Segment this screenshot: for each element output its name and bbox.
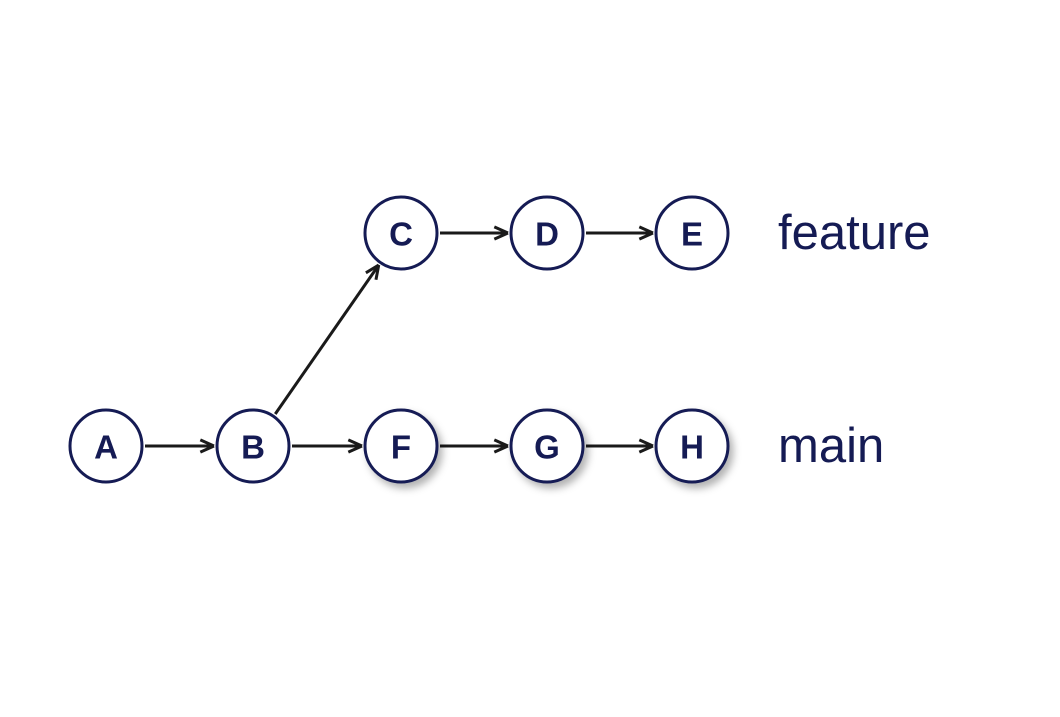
commit-circle-b[interactable] (215, 408, 291, 484)
branch-labels-layer: feature main (778, 206, 931, 473)
commit-circle-g[interactable] (509, 408, 585, 484)
edge-c-to-d (440, 225, 509, 241)
commit-node-f[interactable]: F (363, 408, 439, 484)
commit-label-e: E (681, 216, 703, 253)
commit-label-g: G (534, 429, 560, 466)
arrowhead-barb-0 (638, 225, 654, 235)
arrowhead-barb-0 (347, 438, 363, 448)
edge-f-to-g (440, 438, 509, 454)
branch-label-feature: feature (778, 206, 931, 260)
commit-node-c[interactable]: C (363, 195, 439, 271)
commit-circle-h[interactable] (654, 408, 730, 484)
arrowhead-barb-0 (365, 263, 380, 275)
commit-node-d[interactable]: D (509, 195, 585, 271)
arrowhead-barb-1 (347, 444, 363, 454)
commit-node-a[interactable]: A (68, 408, 144, 484)
arrowhead-barb-0 (493, 438, 509, 448)
edge-b-to-f (292, 438, 363, 454)
commit-node-b[interactable]: B (215, 408, 291, 484)
arrowhead-barb-0 (199, 438, 215, 448)
arrowhead-barb-1 (638, 444, 654, 454)
edge-g-to-h (586, 438, 654, 454)
commit-label-f: F (391, 429, 411, 466)
commit-node-e[interactable]: E (654, 195, 730, 271)
edge-b-to-c (274, 263, 381, 415)
edge-a-to-b (145, 438, 215, 454)
commit-label-b: B (241, 429, 265, 466)
commit-circle-f[interactable] (363, 408, 439, 484)
commit-node-h[interactable]: H (654, 408, 730, 484)
commit-circle-c[interactable] (363, 195, 439, 271)
commit-label-d: D (535, 216, 559, 253)
commit-circle-e[interactable] (654, 195, 730, 271)
arrowhead-barb-1 (199, 444, 215, 454)
edge-d-to-e (586, 225, 654, 241)
arrowhead-barb-1 (493, 444, 509, 454)
arrowhead-barb-1 (374, 264, 381, 281)
commit-label-h: H (680, 429, 704, 466)
commit-label-a: A (94, 429, 118, 466)
nodes-layer: A B C D E F G H (68, 195, 730, 484)
branch-label-main: main (778, 419, 884, 473)
commit-circle-d[interactable] (509, 195, 585, 271)
arrowhead-barb-1 (493, 231, 509, 241)
commit-node-g[interactable]: G (509, 408, 585, 484)
arrowhead-barb-0 (638, 438, 654, 448)
arrowhead-barb-0 (493, 225, 509, 235)
commit-label-c: C (389, 216, 413, 253)
commit-circle-a[interactable] (68, 408, 144, 484)
arrowhead-barb-1 (638, 231, 654, 241)
edges-layer (145, 225, 654, 454)
